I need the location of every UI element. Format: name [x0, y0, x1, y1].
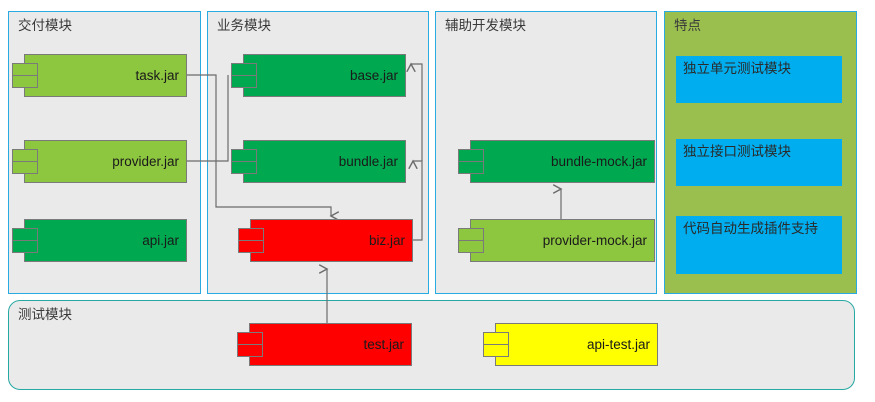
panel-test-title: 测试模块	[18, 307, 72, 322]
component-tab-bottom	[12, 240, 38, 253]
component-tab-bottom	[237, 344, 263, 357]
component-label: provider.jar	[112, 153, 179, 169]
component-task[interactable]: task.jar	[12, 54, 187, 97]
component-provider-mock[interactable]: provider-mock.jar	[458, 219, 655, 262]
feature-chip-api-test: 独立接口测试模块	[676, 139, 842, 186]
panel-test: 测试模块	[8, 300, 855, 390]
component-label: api.jar	[142, 232, 179, 248]
component-tab-bottom	[483, 344, 509, 357]
component-provider[interactable]: provider.jar	[12, 140, 187, 183]
component-base[interactable]: base.jar	[231, 54, 406, 97]
panel-features-title: 特点	[674, 18, 701, 33]
component-biz[interactable]: biz.jar	[238, 219, 413, 262]
component-label: base.jar	[349, 67, 398, 83]
component-api-test[interactable]: api-test.jar	[483, 323, 658, 366]
panel-aux-dev-title: 辅助开发模块	[445, 18, 526, 33]
component-test[interactable]: test.jar	[237, 323, 412, 366]
component-tab-bottom	[12, 161, 38, 174]
panel-delivery-title: 交付模块	[18, 18, 72, 33]
component-tab-bottom	[231, 75, 257, 88]
component-tab-bottom	[231, 161, 257, 174]
component-label: test.jar	[363, 336, 404, 352]
component-label: bundle.jar	[338, 153, 398, 169]
component-label: api-test.jar	[586, 336, 650, 352]
panel-business-title: 业务模块	[217, 18, 271, 33]
component-bundle[interactable]: bundle.jar	[231, 140, 406, 183]
component-label: bundle-mock.jar	[550, 153, 647, 169]
component-label: provider-mock.jar	[542, 232, 647, 248]
feature-chip-codegen: 代码自动生成插件支持	[676, 216, 842, 274]
feature-chip-unit-test: 独立单元测试模块	[676, 56, 842, 103]
component-tab-bottom	[238, 240, 264, 253]
component-label: biz.jar	[368, 232, 405, 248]
component-tab-bottom	[458, 161, 484, 174]
component-label: task.jar	[135, 67, 179, 83]
component-api[interactable]: api.jar	[12, 219, 187, 262]
component-tab-bottom	[458, 240, 484, 253]
component-bundle-mock[interactable]: bundle-mock.jar	[458, 140, 655, 183]
component-tab-bottom	[12, 75, 38, 88]
